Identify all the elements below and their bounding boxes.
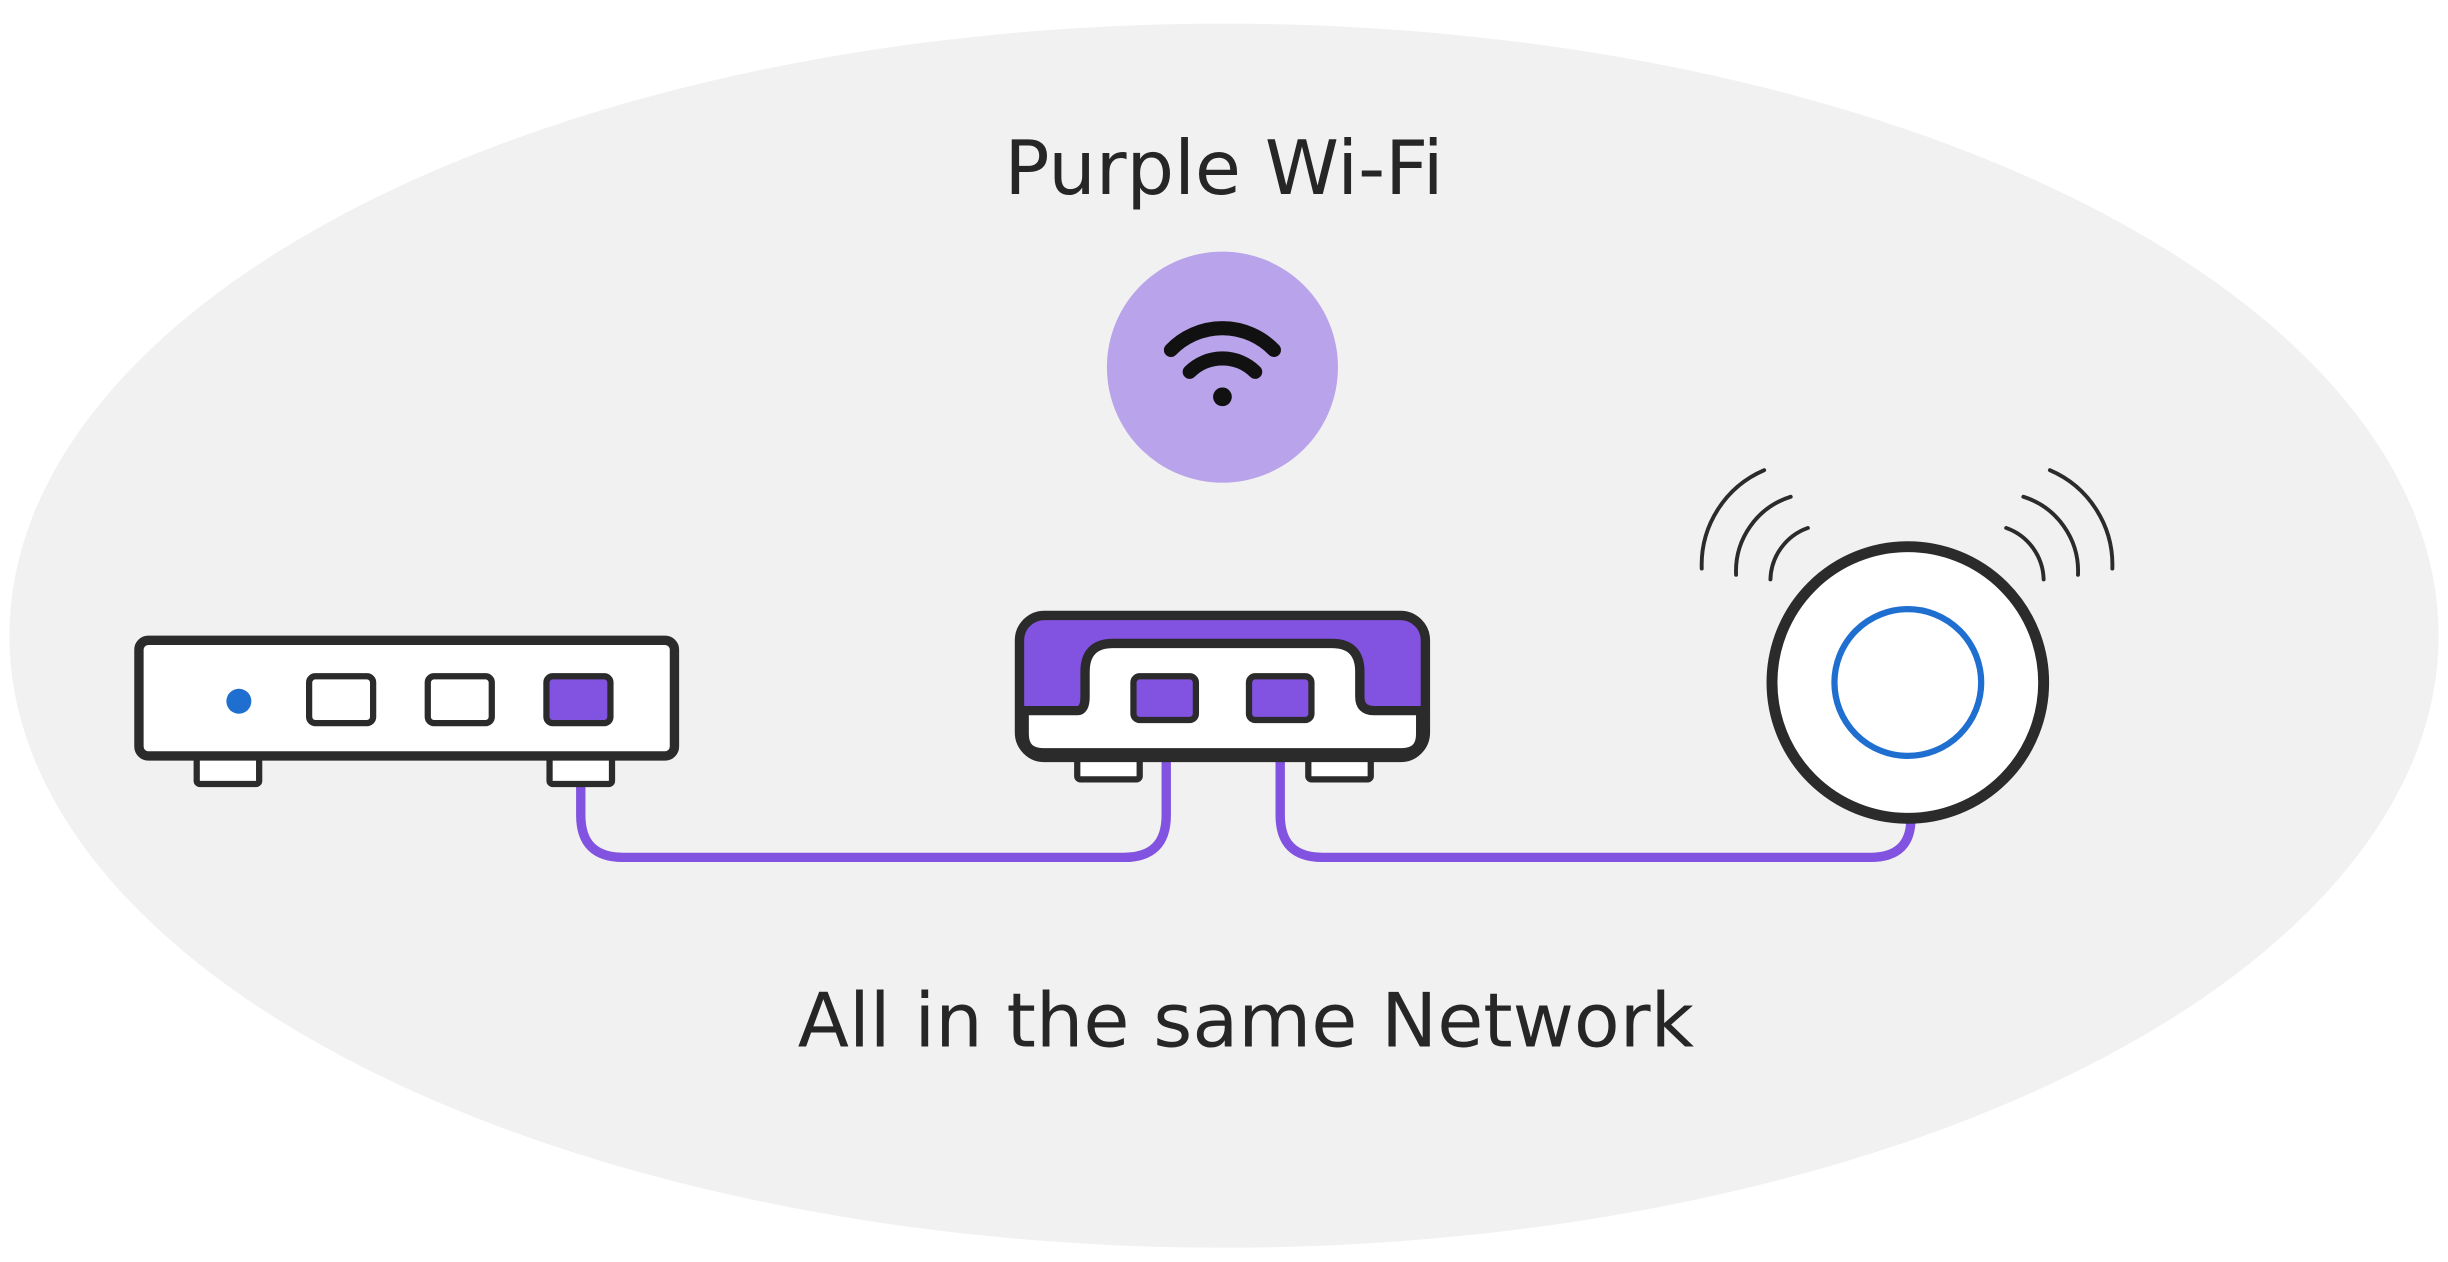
- signal-waves-icon: [1699, 468, 2115, 582]
- title: Purple Wi-Fi: [1004, 124, 1443, 212]
- hub-front-panel: [1019, 638, 1426, 758]
- cables: [576, 698, 1916, 863]
- hub-port-1-connected: [1130, 673, 1200, 724]
- access-point-icon: [1699, 468, 2115, 824]
- wifi-badge: [1106, 251, 1338, 483]
- cable-modem-to-hub: [576, 698, 1171, 863]
- wifi-icon: [1163, 321, 1281, 407]
- caption: All in the same Network: [798, 976, 1695, 1064]
- wifi-badge-circle: [1106, 251, 1338, 483]
- access-point-body: [1766, 541, 2050, 824]
- hub-port-2-connected: [1245, 673, 1315, 724]
- modem-port-3-connected: [543, 673, 614, 727]
- modem-icon: [134, 635, 680, 788]
- cable-hub-to-access-point: [1275, 698, 1916, 863]
- modem-body: [134, 635, 680, 761]
- modem-port-1: [306, 673, 377, 727]
- access-point-ring: [1831, 606, 1985, 760]
- modem-port-2: [424, 673, 495, 727]
- hub-icon: [1014, 610, 1431, 783]
- modem-status-light: [226, 688, 252, 714]
